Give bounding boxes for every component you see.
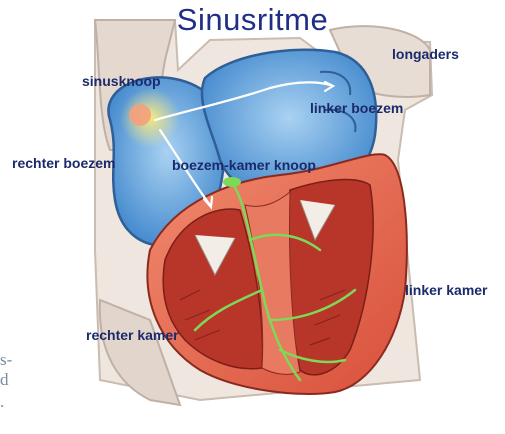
- label-boezem-kamer-knoop: boezem-kamer knoop: [172, 157, 316, 173]
- diagram-title: Sinusritme: [0, 2, 505, 38]
- edge-fragment-1: s-: [0, 350, 12, 370]
- av-node: [223, 177, 241, 187]
- edge-fragment-2: d: [0, 370, 9, 390]
- label-sinusknoop: sinusknoop: [82, 73, 161, 89]
- sa-node: [129, 104, 151, 126]
- label-longaders: longaders: [392, 46, 459, 62]
- edge-fragment-3: .: [0, 392, 4, 412]
- label-rechter-kamer: rechter kamer: [86, 327, 179, 343]
- label-linker-kamer: linker kamer: [405, 282, 488, 298]
- label-rechter-boezem: rechter boezem: [12, 155, 115, 171]
- label-linker-boezem: linker boezem: [310, 100, 403, 116]
